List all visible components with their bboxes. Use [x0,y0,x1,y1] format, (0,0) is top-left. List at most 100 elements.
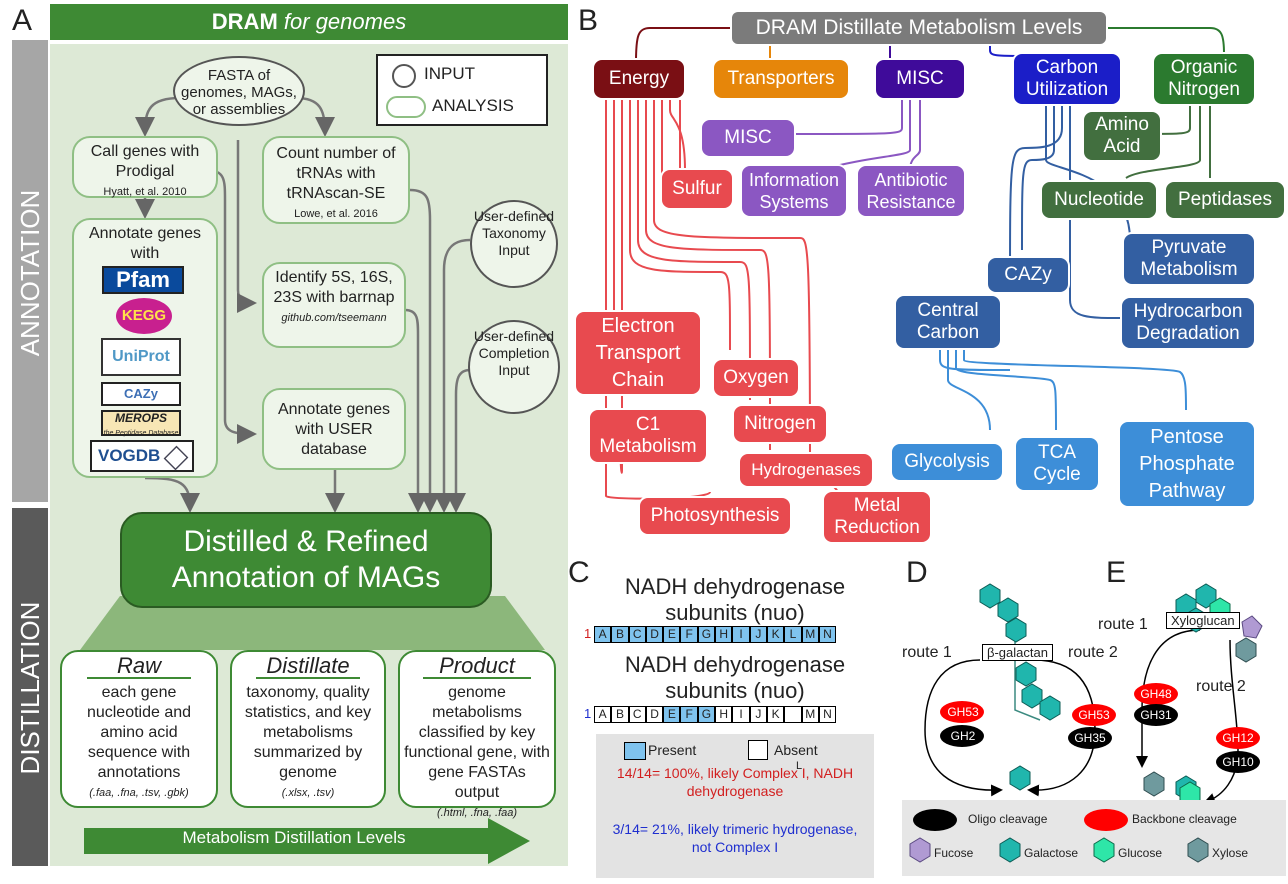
present-swatch [624,742,646,760]
amino-acid-node: Amino Acid [1082,110,1162,162]
nuo-subunit-cell: A [594,626,612,643]
nuo-subunit-cell: E [663,626,681,643]
d-route-2: route 2 [1068,644,1118,661]
nuo-subunit-cell: J [749,626,767,643]
metal-reduction-node: Metal Reduction [822,490,932,544]
d-gh53-b: GH53 [1078,708,1110,722]
root-node: DRAM Distillate Metabolism Levels [730,10,1108,46]
nuo-subunit-cell: F [680,626,698,643]
nuo-subunit-cell: N [818,706,837,723]
product-text: genome metabolisms classified by key fun… [404,684,550,801]
electron-transport-chain-node: Electron Transport Chain [574,310,702,396]
glycolysis-node: Glycolysis [890,442,1004,482]
call-genes-text: Call genes with Prodigal [90,143,200,180]
pentose-phosphate-node: Pentose Phosphate Pathway [1118,420,1256,508]
call-genes-cite: Hyatt, et al. 2010 [103,186,187,198]
distilled-annotation: Distilled & Refined Annotation of MAGs [120,512,492,608]
hydrogenases-node: Hydrogenases [738,452,874,488]
merops-logo: MEROPS the Peptidase Database [101,410,181,437]
organic-nitrogen-node: Organic Nitrogen [1152,52,1256,106]
result-2: 3/14= 21%, likely trimeric hydrogenase, … [612,821,858,855]
kegg-logo: KEGG [116,298,172,334]
distillate-text: taxonomy, quality statistics, and key me… [244,684,372,781]
uniprot-logo: UniProt [101,338,181,376]
nuo-subunit-cell: C [628,626,646,643]
cazy-logo: CAZy [101,382,181,406]
product-card: Product genome metabolisms classified by … [398,650,556,819]
nuo-subunit-cell: G [697,626,716,643]
product-files: (.html, .fna, .faa) [436,807,518,819]
nuo-subunit-cell: M [801,706,819,723]
panel-label-d: D [906,556,928,589]
sulfur-node: Sulfur [660,168,734,210]
nuo-subunit-cell: H [715,706,733,723]
e-gh10: GH10 [1222,755,1254,769]
d-gh53-a: GH53 [947,705,979,719]
vogdb-logo: VOGDB [90,440,194,472]
distillate-files: (.xlsx, .tsv) [281,787,335,799]
product-title: Product [423,655,531,679]
nuo-subunit-cell: E [663,706,681,723]
nuo-subunit-cell: G [697,706,716,723]
central-carbon-node: Central Carbon [894,294,1002,350]
fasta-input: FASTA of genomes, MAGs, or assemblies [173,56,305,126]
vogdb-name: VOGDB [98,446,161,465]
d-gh2: GH2 [950,729,976,743]
nitrogen-node: Nitrogen [732,404,828,444]
nuo-title-1: NADH dehydrogenase subunits (nuo) [624,574,846,625]
arrow-label: Metabolism Distillation Levels [182,828,406,847]
carbon-utilization-node: Carbon Utilization [1012,52,1122,106]
user-completion-input: User-defined Completion Input [468,320,560,414]
e-gh12: GH12 [1222,731,1254,745]
nuo-subunit-cell: L [784,626,802,643]
panel-label-c: C [568,556,590,589]
nuo-subunit-cell: M [801,626,819,643]
nuo-subunit-cell: I [732,706,750,723]
legend-analysis: ANALYSIS [432,96,514,115]
vogdb-icon [163,445,189,471]
merops-sub: the Peptidase Database [103,430,179,437]
information-systems-node: Information Systems [740,164,848,218]
identify-text: Identify 5S, 16S, 23S with barrnap [273,269,395,306]
nucleotide-node: Nucleotide [1040,180,1158,220]
row2-number: 1 [584,706,592,721]
absent-swatch [748,740,768,760]
annotate-user-text: Annotate genes with USER database [277,401,391,458]
legend-glucose: Glucose [1118,846,1163,860]
absent-mark: L [796,760,803,772]
present-label: Present [648,742,697,758]
oxygen-node: Oxygen [712,358,800,398]
nuo-subunit-cell: I [732,626,750,643]
distillation-sidebar [12,508,48,866]
photosynthesis-node: Photosynthesis [638,496,792,536]
nuo-subunit-cell: F [680,706,698,723]
nuo-subunit-cell: C [628,706,646,723]
annotation-sidebar [12,40,48,502]
result-1: 14/14= 100%, likely Complex I, NADH dehy… [616,765,854,799]
e-route-2: route 2 [1196,678,1246,695]
pfam-logo: Pfam [102,266,184,294]
row1-number: 1 [584,626,592,641]
distill-funnel [80,596,545,650]
absent-label: Absent [774,742,818,758]
merops-name: MEROPS [114,411,167,425]
e-route-1: route 1 [1098,616,1148,633]
legend-box: INPUT ANALYSIS [376,54,548,126]
misc-sub-node: MISC [700,118,796,158]
tca-cycle-node: TCA Cycle [1014,436,1100,492]
pyruvate-metabolism-node: Pyruvate Metabolism [1122,232,1256,286]
legend-fucose: Fucose [934,846,974,860]
raw-title: Raw [86,655,191,679]
nuo-subunit-cell: K [766,626,785,643]
xyloglucan-label: Xyloglucan [1166,612,1240,629]
nuo-subunit-cell: A [594,706,612,723]
d-gh35: GH35 [1074,731,1106,745]
antibiotic-resistance-node: Antibiotic Resistance [856,164,966,218]
nuo-subunit-cell: J [749,706,767,723]
cazy-node: CAZy [986,256,1070,294]
identify-cite: github.com/tseemann [281,312,387,324]
legend-input: INPUT [424,64,475,83]
